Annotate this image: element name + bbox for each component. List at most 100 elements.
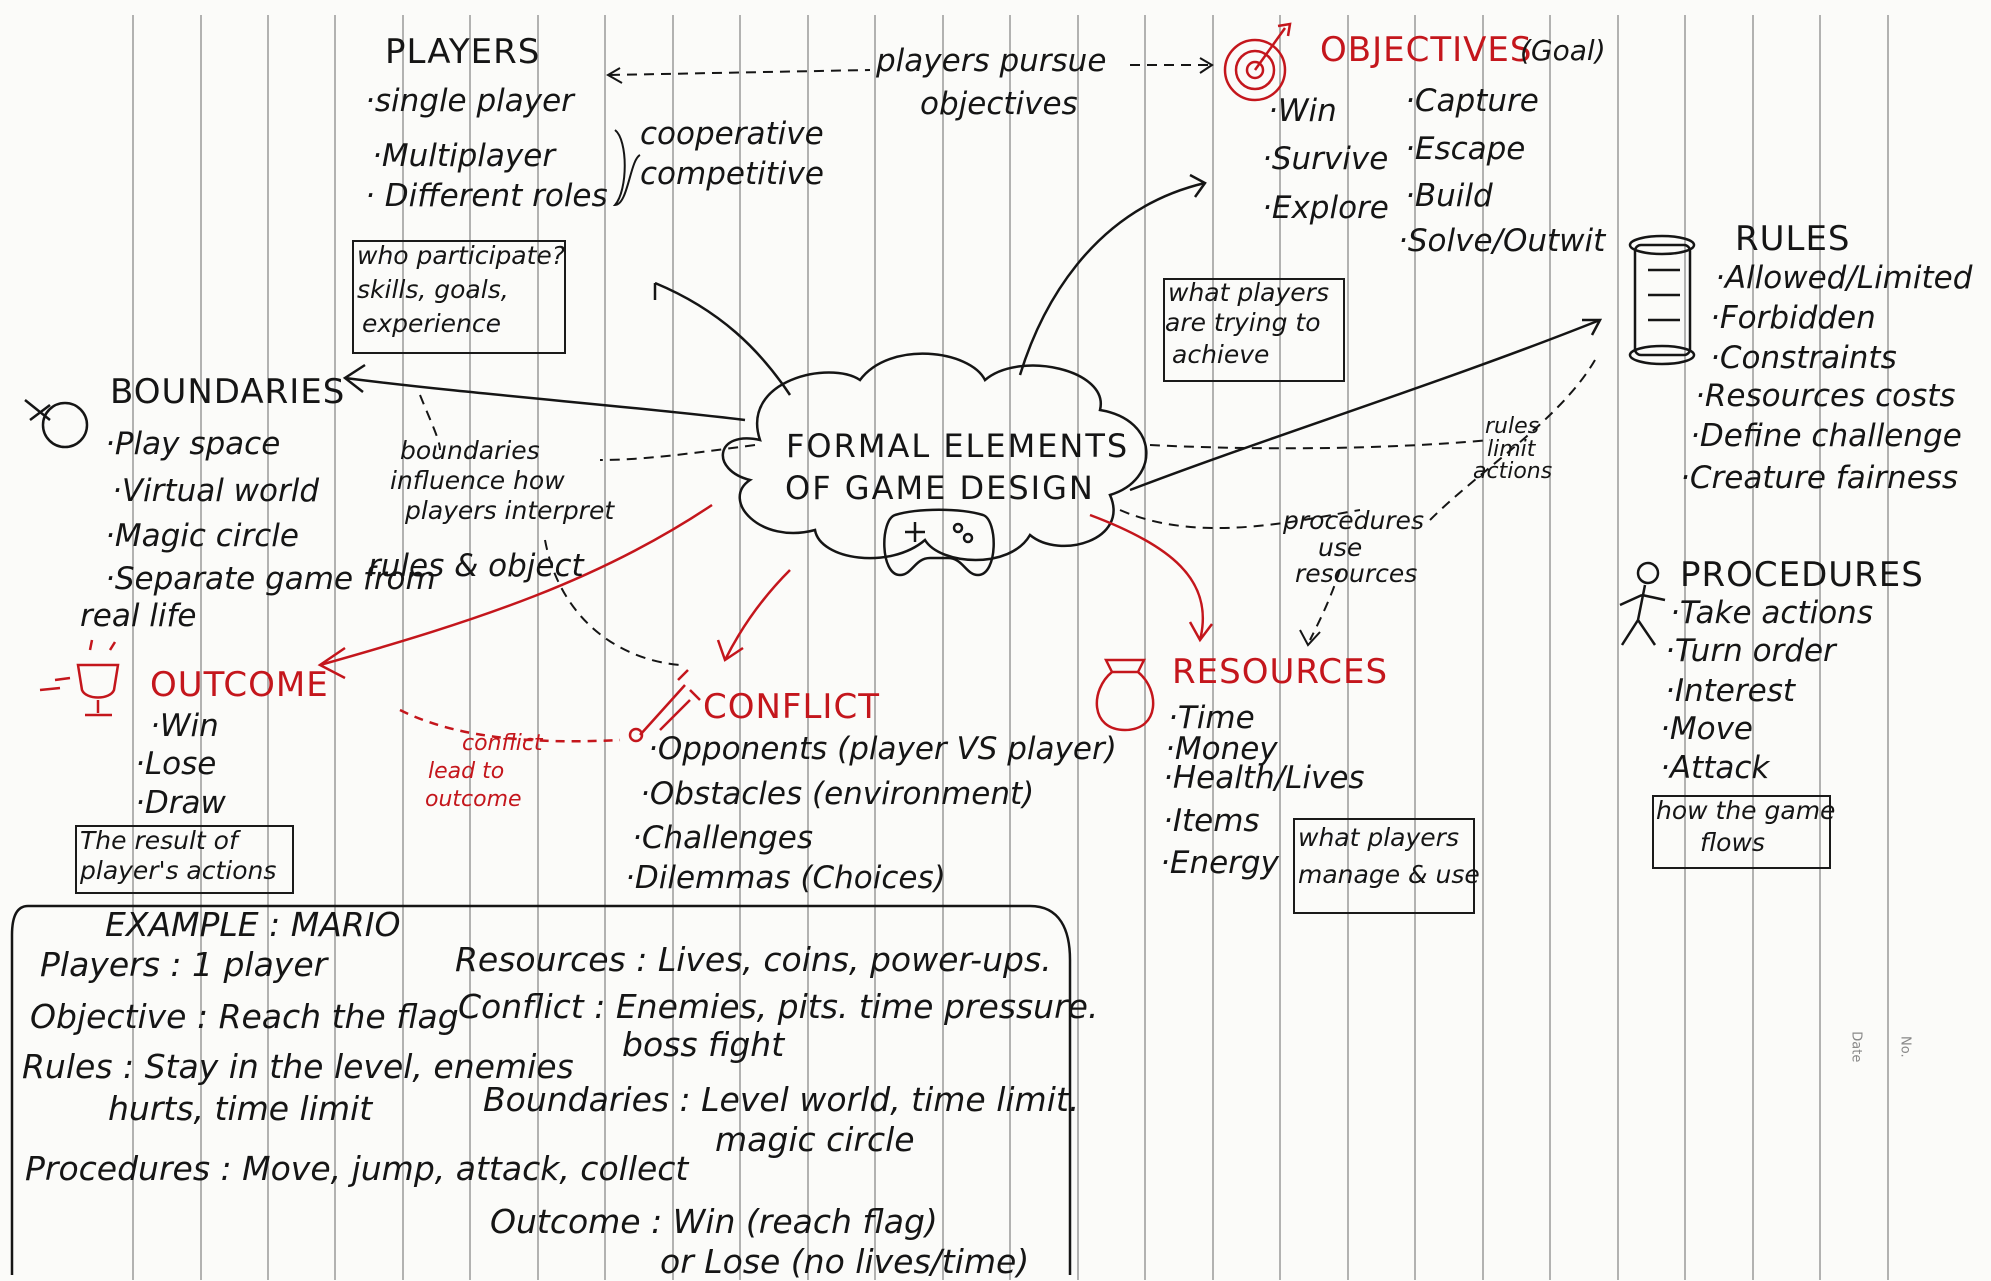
boundaries-title: BOUNDARIES bbox=[110, 372, 346, 412]
scroll-icon bbox=[1628, 234, 1696, 366]
boundaries-item: real life bbox=[80, 598, 197, 634]
compass-icon bbox=[24, 399, 89, 449]
objectives-subtitle: (Goal) bbox=[1520, 34, 1606, 67]
boundaries-link: influence how bbox=[390, 466, 565, 495]
boundaries-item: ·Virtual world bbox=[112, 473, 320, 509]
players-bracket-item: competitive bbox=[640, 156, 824, 192]
players-item: ·single player bbox=[365, 83, 574, 119]
example-boundaries: magic circle bbox=[715, 1120, 915, 1159]
players-item: · Different roles bbox=[365, 178, 608, 214]
resources-item: ·Health/Lives bbox=[1163, 760, 1365, 796]
procedures-note: how the game bbox=[1656, 796, 1836, 825]
conflict-item: ·Challenges bbox=[632, 820, 813, 856]
runner-icon bbox=[1619, 561, 1666, 646]
objectives-item: ·Win bbox=[1268, 93, 1337, 129]
objectives-note: achieve bbox=[1172, 340, 1270, 369]
resources-title: RESOURCES bbox=[1172, 652, 1389, 692]
example-rules: Rules : Stay in the level, enemies bbox=[22, 1047, 574, 1086]
boundaries-link: boundaries bbox=[400, 436, 540, 465]
target-icon bbox=[1223, 22, 1292, 102]
resources-note: manage & use bbox=[1298, 860, 1480, 889]
arrow-to-boundaries bbox=[344, 376, 746, 422]
players-objectives-link: objectives bbox=[920, 86, 1078, 122]
objectives-item: ·Survive bbox=[1262, 141, 1389, 177]
conflict-item: ·Dilemmas (Choices) bbox=[625, 860, 946, 896]
resources-item: ·Items bbox=[1163, 803, 1260, 839]
example-rules: hurts, time limit bbox=[108, 1089, 373, 1128]
boundaries-link: rules & object bbox=[368, 548, 584, 584]
resources-note: what players bbox=[1298, 823, 1459, 852]
outcome-note-box bbox=[75, 825, 294, 894]
center-cloud bbox=[721, 352, 1148, 562]
outcome-item: ·Draw bbox=[135, 785, 226, 821]
moneybag-icon bbox=[1095, 658, 1155, 732]
rules-link: rules bbox=[1485, 414, 1540, 439]
date-label: Date bbox=[1848, 1031, 1864, 1063]
rules-item: ·Forbidden bbox=[1710, 300, 1876, 336]
dashed-links bbox=[419, 57, 1596, 666]
rules-item: ·Define challenge bbox=[1690, 418, 1962, 454]
outcome-item: ·Win bbox=[150, 708, 219, 744]
procedures-link: procedures bbox=[1283, 506, 1424, 535]
objectives-item: ·Solve/Outwit bbox=[1398, 223, 1606, 259]
example-outcome: or Lose (no lives/time) bbox=[660, 1242, 1030, 1281]
boundaries-item: ·Magic circle bbox=[105, 518, 299, 554]
players-objectives-link: players pursue bbox=[876, 43, 1107, 79]
outcome-item: ·Lose bbox=[135, 746, 217, 782]
conflict-link: outcome bbox=[425, 787, 522, 812]
example-outcome: Outcome : Win (reach flag) bbox=[490, 1202, 938, 1241]
example-frame bbox=[10, 904, 1072, 1275]
objectives-item: ·Build bbox=[1405, 178, 1493, 214]
center-title-line1: FORMAL ELEMENTS bbox=[786, 427, 1130, 465]
number-label: No. bbox=[1897, 1036, 1913, 1058]
rules-item: ·Allowed/Limited bbox=[1715, 260, 1973, 296]
resources-item: ·Energy bbox=[1160, 845, 1279, 881]
rules-item: ·Resources costs bbox=[1695, 378, 1956, 414]
example-players: Players : 1 player bbox=[40, 945, 328, 984]
boundaries-link: players interpret bbox=[405, 496, 615, 525]
rules-item: ·Creature fairness bbox=[1680, 460, 1959, 496]
outcome-title: OUTCOME bbox=[150, 665, 329, 705]
rules-title: RULES bbox=[1735, 219, 1851, 259]
resources-item: ·Money bbox=[1165, 731, 1278, 767]
arrow-to-rules bbox=[1129, 318, 1601, 492]
players-bracket-item: cooperative bbox=[640, 116, 824, 152]
players-bracket bbox=[612, 129, 641, 207]
black-arrows bbox=[342, 173, 1603, 492]
rules-link: limit bbox=[1487, 437, 1536, 462]
objectives-note-box bbox=[1163, 278, 1345, 382]
procedures-note: flows bbox=[1700, 828, 1765, 857]
arrow-to-outcome bbox=[319, 503, 713, 667]
players-note-box bbox=[352, 240, 566, 354]
objectives-note: are trying to bbox=[1165, 308, 1321, 337]
rules-item: ·Constraints bbox=[1710, 340, 1897, 376]
procedures-item: ·Take actions bbox=[1670, 595, 1873, 631]
gamepad-icon bbox=[883, 508, 995, 577]
example-title: EXAMPLE : MARIO bbox=[105, 905, 401, 944]
example-conflict: boss fight bbox=[622, 1025, 785, 1064]
procedures-item: ·Move bbox=[1660, 711, 1753, 747]
procedures-note-box bbox=[1652, 795, 1831, 869]
procedures-link: use bbox=[1318, 533, 1363, 562]
conflict-title: CONFLICT bbox=[703, 687, 880, 727]
example-boundaries: Boundaries : Level world, time limit. bbox=[483, 1080, 1080, 1119]
outcome-note: The result of bbox=[80, 826, 238, 855]
example-resources: Resources : Lives, coins, power-ups. bbox=[455, 940, 1052, 979]
rules-link: actions bbox=[1473, 459, 1553, 484]
players-note: who participate? bbox=[357, 241, 566, 270]
objectives-title: OBJECTIVES bbox=[1320, 30, 1533, 70]
red-arrows bbox=[317, 503, 1213, 743]
trophy-icon bbox=[39, 639, 120, 717]
procedures-item: ·Interest bbox=[1665, 673, 1795, 709]
arrow-to-objectives bbox=[1018, 181, 1206, 376]
outcome-note: player's actions bbox=[80, 856, 277, 885]
conflict-link: lead to bbox=[428, 759, 505, 784]
conflict-item: ·Obstacles (environment) bbox=[640, 776, 1035, 812]
example-conflict: Conflict : Enemies, pits. time pressure. bbox=[458, 987, 1099, 1026]
players-title: PLAYERS bbox=[385, 32, 541, 72]
boundaries-item: ·Play space bbox=[105, 426, 281, 462]
conflict-link: conflict bbox=[462, 731, 543, 756]
example-procedures: Procedures : Move, jump, attack, collect bbox=[25, 1149, 689, 1188]
